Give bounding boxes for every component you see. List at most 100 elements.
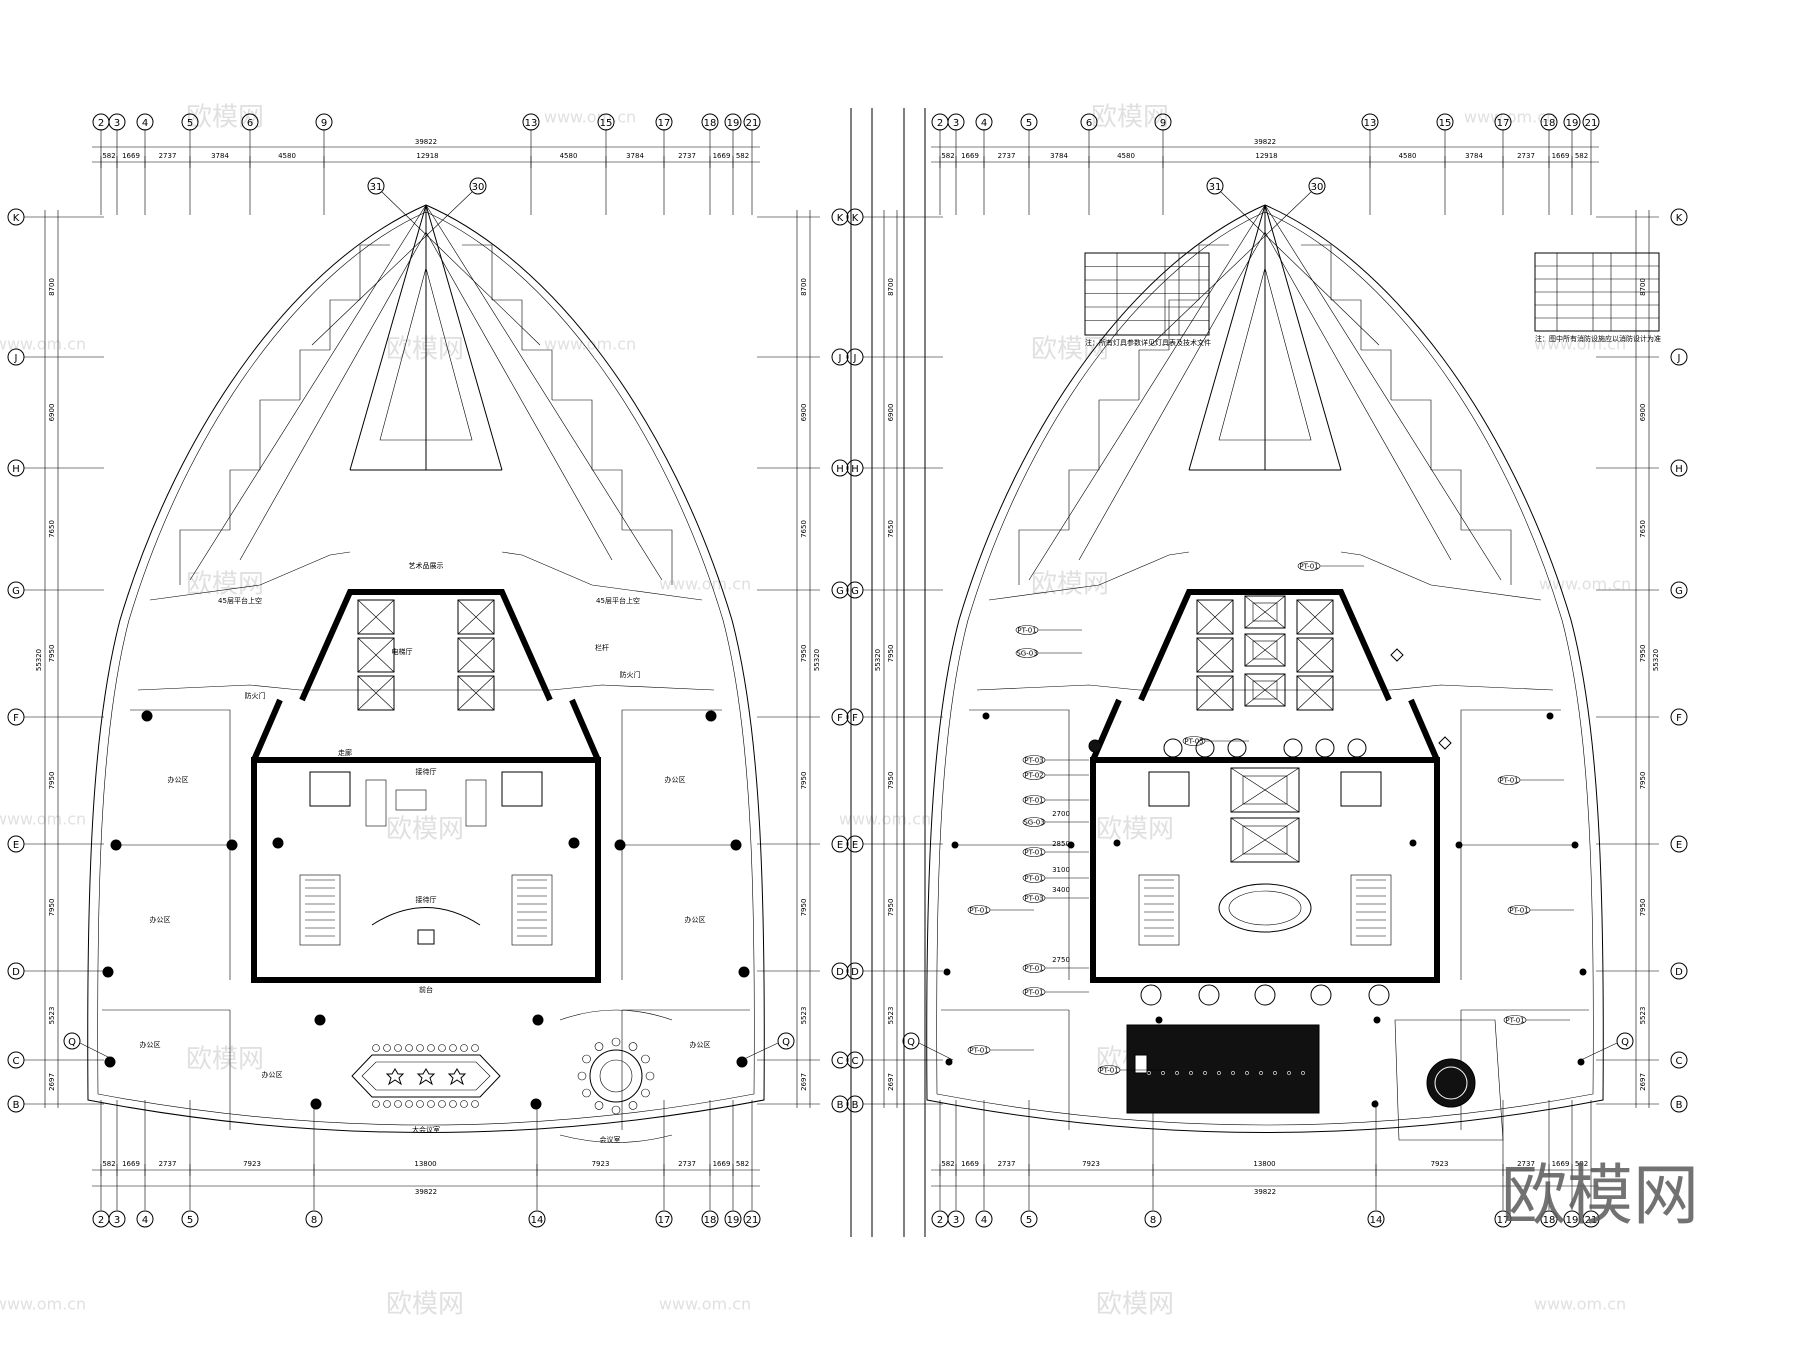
dim-segment-bottom: 13800 bbox=[414, 1160, 436, 1168]
material-tag-label: SG-03 bbox=[1023, 819, 1044, 827]
dim-segment-side-left: 7650 bbox=[887, 520, 895, 538]
ceiling-coffer bbox=[1244, 633, 1286, 667]
lift-x bbox=[457, 675, 495, 711]
grid-label-top: 13 bbox=[525, 118, 538, 129]
slab-edge bbox=[976, 684, 1554, 691]
sofa bbox=[465, 779, 487, 827]
round-room bbox=[1394, 1019, 1504, 1141]
grid-bubble-bottom bbox=[975, 1210, 993, 1228]
watermark-brand: 欧模网 bbox=[186, 103, 264, 133]
column bbox=[1373, 1016, 1381, 1024]
dim-total-side-right: 55320 bbox=[1652, 649, 1660, 671]
grid-bubble-bottom bbox=[1367, 1210, 1385, 1228]
dim-segment-top: 3784 bbox=[1465, 152, 1483, 160]
grid-bubble-bottom bbox=[1582, 1210, 1600, 1228]
grid-bubble-row-right bbox=[831, 581, 849, 599]
grid-bubble-diag bbox=[1308, 177, 1326, 195]
dim-segment-side-right: 2697 bbox=[1639, 1073, 1647, 1091]
material-tag-label: PT-01 bbox=[1024, 875, 1043, 883]
coffer-diag bbox=[1244, 595, 1286, 629]
roof-line bbox=[239, 231, 613, 561]
column bbox=[1579, 968, 1587, 976]
terrace-step bbox=[329, 299, 360, 350]
terrace-step bbox=[229, 469, 260, 530]
dim-segment-side-left: 6900 bbox=[48, 404, 56, 422]
chair bbox=[438, 1044, 446, 1052]
lift-x bbox=[457, 599, 495, 635]
chair bbox=[372, 1044, 380, 1052]
chair bbox=[460, 1100, 468, 1108]
grid-label-bottom: 3 bbox=[114, 1215, 120, 1226]
grid-bubble-top bbox=[1563, 113, 1581, 131]
downlight bbox=[1368, 984, 1390, 1006]
watermark-site: www.om.cn bbox=[544, 335, 636, 354]
grid-label-bottom: 2 bbox=[98, 1215, 104, 1226]
ridge-void bbox=[379, 266, 473, 441]
dim-segment-side-right: 8700 bbox=[1639, 278, 1647, 296]
chair bbox=[427, 1100, 435, 1108]
dim-segment-side-left: 2697 bbox=[887, 1073, 895, 1091]
terrace-step bbox=[1198, 244, 1229, 300]
grid-label-top: 21 bbox=[746, 118, 759, 129]
dim-segment-side-right: 7950 bbox=[1639, 772, 1647, 790]
legend-note-right: 注：图中所有消防设施应以消防设计为准 bbox=[1535, 334, 1661, 343]
building-outline-inner bbox=[936, 211, 1594, 1126]
dim-segment-side-right: 6900 bbox=[800, 404, 808, 422]
fixture-diamond bbox=[1390, 648, 1404, 662]
dim-segment-bottom: 582 bbox=[1575, 1160, 1588, 1168]
chair bbox=[611, 1105, 621, 1115]
grid-label-top: 9 bbox=[321, 118, 327, 129]
grid-label-bottom: 5 bbox=[1026, 1215, 1032, 1226]
watermark-layer: 欧模网欧模网欧模网欧模网欧模网欧模网欧模网欧模网欧模网欧模网欧模网欧模网www.… bbox=[0, 103, 1631, 1320]
watermark-site: www.om.cn bbox=[1464, 108, 1556, 127]
grid-bubble-top bbox=[724, 113, 742, 131]
lift-x bbox=[1296, 675, 1334, 711]
grid-label-top: 15 bbox=[1439, 118, 1452, 129]
lift-x bbox=[1296, 599, 1334, 635]
chair bbox=[405, 1044, 413, 1052]
dim-segment-top: 2737 bbox=[678, 152, 696, 160]
terrace-step bbox=[359, 244, 390, 300]
grid-label-top: 6 bbox=[1086, 118, 1092, 129]
watermark-brand: 欧模网 bbox=[1096, 1290, 1174, 1320]
fixture-dark bbox=[1088, 739, 1102, 753]
chair bbox=[471, 1100, 479, 1108]
table-star bbox=[385, 1068, 405, 1086]
dim-segment-side-left: 7950 bbox=[887, 899, 895, 917]
grid-bubble-row-right bbox=[831, 1051, 849, 1069]
grid-label-top: 21 bbox=[1585, 118, 1598, 129]
diag-axis bbox=[311, 191, 473, 346]
ceiling-coffer-inner bbox=[1242, 825, 1288, 855]
chair bbox=[372, 1100, 380, 1108]
downlight bbox=[1163, 738, 1183, 758]
ceiling-coffer-inner bbox=[1252, 602, 1278, 622]
chair bbox=[460, 1044, 468, 1052]
coffee-table bbox=[395, 789, 427, 811]
dim-segment-bottom: 13800 bbox=[1253, 1160, 1275, 1168]
label-office: 办公区 bbox=[665, 775, 686, 784]
coffer-diag bbox=[1244, 633, 1286, 667]
round-feature-inner bbox=[1434, 1066, 1468, 1100]
terrace-step bbox=[1361, 349, 1392, 400]
core-wall-upper bbox=[299, 589, 553, 702]
terrace-step bbox=[492, 299, 523, 350]
q-marker-right bbox=[1616, 1032, 1634, 1050]
column bbox=[104, 1056, 116, 1068]
terrace-step bbox=[462, 244, 493, 300]
grid-bubble-top bbox=[1361, 113, 1379, 131]
building-outline-inner bbox=[97, 211, 755, 1126]
coffer-diag bbox=[1230, 767, 1300, 813]
material-tag-label: PT-01 bbox=[1024, 989, 1043, 997]
dim-segment-bottom: 582 bbox=[941, 1160, 954, 1168]
brand-watermark: 欧模网 bbox=[1501, 1157, 1699, 1234]
grid-bubble-row-left bbox=[846, 708, 864, 726]
downlight bbox=[1283, 738, 1303, 758]
core-wall-lower bbox=[251, 757, 601, 983]
chair bbox=[628, 1042, 638, 1051]
label-art-display: 艺术品展示 bbox=[409, 561, 444, 570]
grid-bubble-bottom bbox=[947, 1210, 965, 1228]
dim-segment-side-right: 8700 bbox=[800, 278, 808, 296]
grid-label-row-left: K bbox=[852, 213, 859, 224]
column bbox=[943, 968, 951, 976]
